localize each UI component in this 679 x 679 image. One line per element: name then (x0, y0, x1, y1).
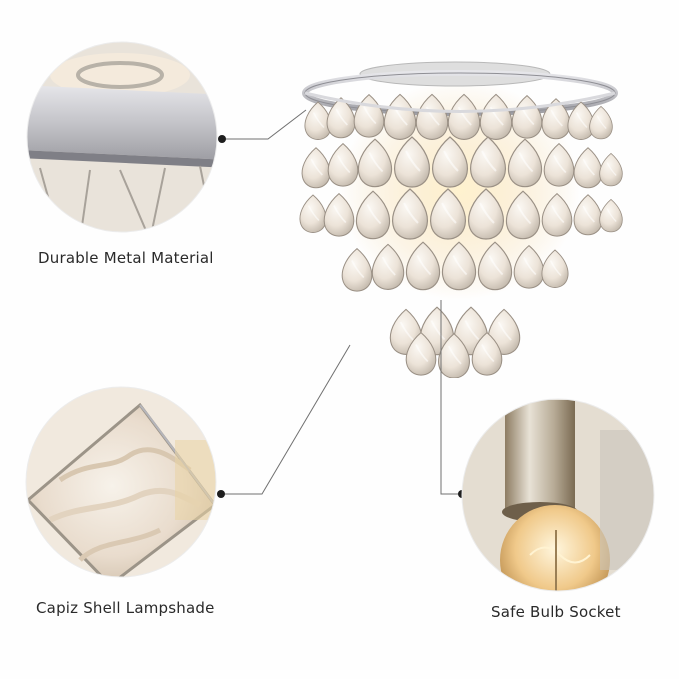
shell-closeup (25, 386, 217, 578)
chandelier (299, 61, 624, 378)
label-safe-bulb-socket: Safe Bulb Socket (491, 603, 621, 621)
leader-lines (220, 109, 461, 495)
metal-closeup (26, 41, 218, 233)
label-capiz-shell-lampshade: Capiz Shell Lampshade (36, 599, 215, 617)
leader-line-socket (440, 300, 461, 495)
petal-tier-5 (389, 306, 521, 378)
leader-line-metal (224, 109, 307, 140)
socket-closeup (461, 398, 655, 592)
leader-dot-metal (218, 135, 226, 143)
label-durable-metal-material: Durable Metal Material (38, 249, 214, 267)
leader-dot-shell (217, 490, 225, 498)
leader-line-shell (220, 344, 351, 495)
